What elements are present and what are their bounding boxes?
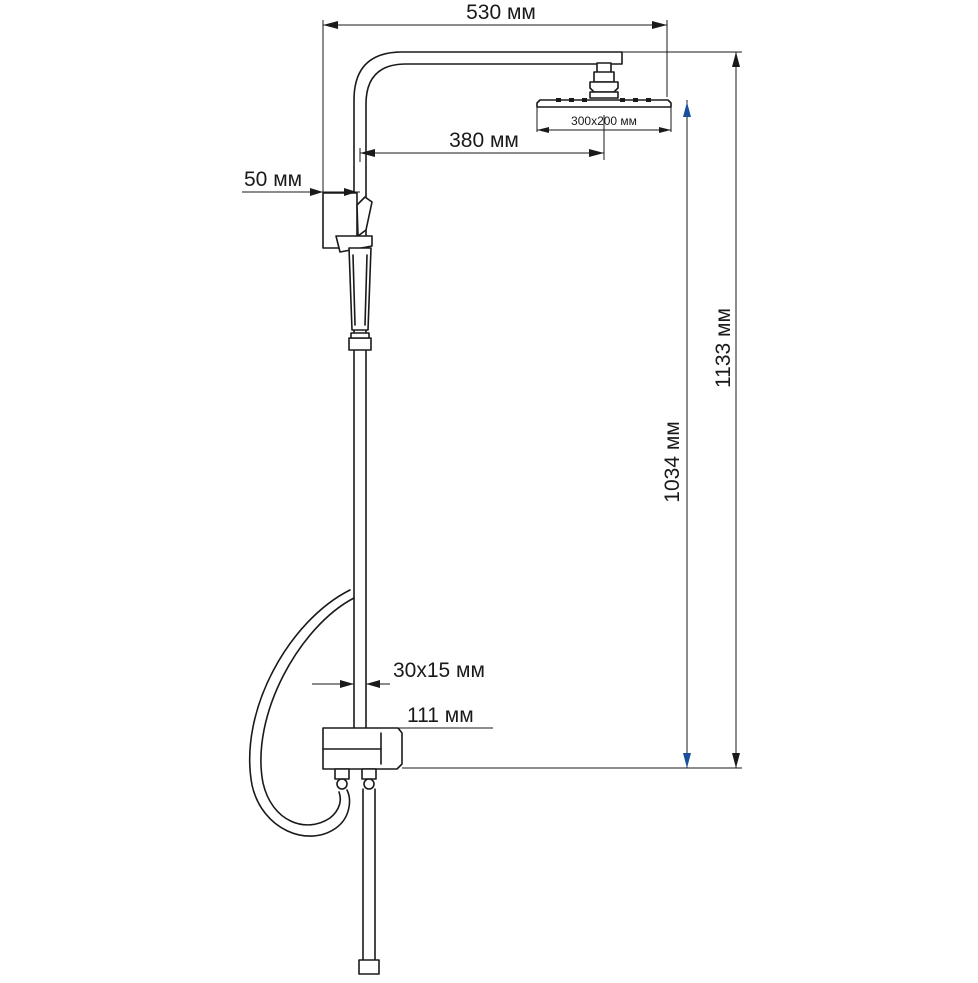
rain-shower-head — [536, 62, 672, 108]
dimension-arm-length: 380 мм — [360, 129, 604, 157]
outlet-nut-left — [336, 778, 348, 790]
hand-shower-body — [348, 247, 372, 331]
holder-base — [335, 235, 373, 253]
hose-outlet-right — [361, 768, 377, 780]
hand-shower — [348, 247, 372, 351]
dimension-mixer-width-label: 111 мм — [407, 704, 474, 727]
supply-nut — [358, 959, 380, 975]
hose-inner — [260, 597, 355, 826]
dimension-mixer-height: 1034 мм — [661, 100, 691, 768]
dimension-rail-section: 30x15 мм — [312, 659, 485, 692]
extension-lines — [322, 20, 742, 769]
head-joint — [589, 81, 619, 93]
head-nozzles — [556, 98, 651, 102]
dimension-mixer-height-label: 1034 мм — [661, 421, 684, 502]
head-stem — [589, 91, 619, 99]
hand-shower-holder — [322, 192, 373, 253]
supply-pipe-lines — [362, 788, 376, 961]
dimension-mixer-width: 111 мм — [323, 704, 493, 729]
shower-hose — [248, 589, 355, 837]
dimension-head-size-label: 300x200 мм — [571, 114, 637, 128]
slider-collar — [348, 337, 372, 351]
slider-band — [350, 332, 370, 339]
dimension-rail-section-label: 30x15 мм — [393, 659, 485, 682]
dimension-total-height: 1133 мм — [712, 52, 740, 768]
holder-clip — [356, 196, 373, 237]
dimension-wall-offset: 50 мм — [242, 168, 360, 196]
dimension-arm-length-label: 380 мм — [449, 129, 519, 152]
dimension-wall-offset-label: 50 мм — [244, 168, 302, 191]
head-nut — [593, 71, 615, 83]
supply-pipe — [358, 788, 380, 975]
dimension-overall-width-label: 530 мм — [466, 1, 536, 24]
dimension-head-size: 300x200 мм — [537, 114, 671, 133]
dimension-total-height-label: 1133 мм — [712, 308, 735, 388]
thermostat-mixer — [322, 727, 403, 790]
hose-outlet-left — [334, 768, 350, 780]
hand-shower-ridge — [352, 254, 368, 326]
hose-outer — [248, 589, 351, 837]
outlet-nut-right — [363, 778, 375, 790]
dimension-overall-width: 530 мм — [323, 1, 667, 29]
